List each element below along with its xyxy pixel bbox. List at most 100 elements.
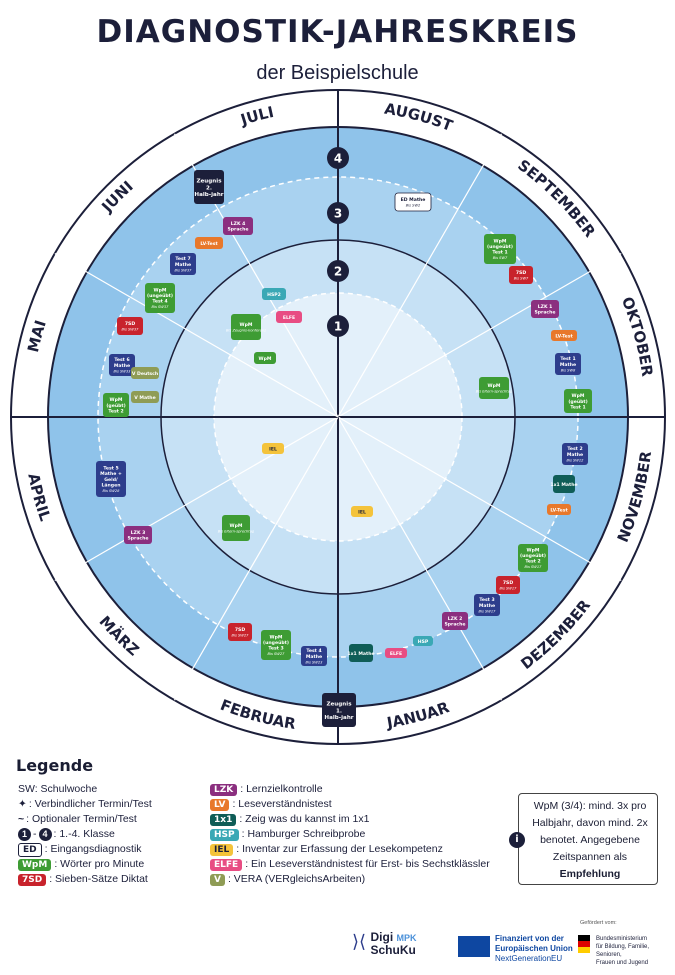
legend-item: 7SD: Sieben-Sätze Diktat xyxy=(18,873,148,886)
event-sublabel: Bis SW37 xyxy=(152,305,170,309)
event-sublabel: Bis Zeugnis-konferenz xyxy=(226,329,266,333)
event-card-lv: LV-Test xyxy=(551,330,577,341)
event-label: (ungeübt) xyxy=(263,640,289,646)
event-label: Halb-jahr xyxy=(194,192,223,198)
federal-eagle-icon xyxy=(578,935,590,953)
event-sublabel: Bis SW17 xyxy=(525,565,543,569)
legend-tag: ELFE xyxy=(210,859,243,871)
event-label: V Mathe xyxy=(134,395,155,401)
event-label: Test 1 xyxy=(570,404,585,410)
event-label: Sprache xyxy=(444,622,465,628)
event-label: Mathe xyxy=(560,362,576,368)
legend-item: LZK: Lernzielkontrolle xyxy=(210,783,323,796)
info-box: WpM (3/4): mind. 3x pro Halbjahr, davon … xyxy=(518,793,658,885)
event-sublabel: Bis SW27 xyxy=(232,634,250,638)
legend-item: ~: Optionaler Termin/Test xyxy=(18,813,137,825)
legend-tag: V xyxy=(210,874,225,886)
event-label: WpM xyxy=(527,547,540,553)
page-subtitle: der Beispielschule xyxy=(256,62,419,84)
event-label: Mathe xyxy=(306,654,322,660)
event-label: 1. xyxy=(336,708,342,714)
ring-number: 1 xyxy=(334,320,342,334)
event-label: WpM xyxy=(494,238,507,244)
event-label: WpM xyxy=(572,393,585,399)
event-label: 2. xyxy=(206,185,212,191)
month-divider xyxy=(337,416,503,701)
event-label: WpM xyxy=(240,322,253,328)
event-label: ELFE xyxy=(283,315,295,321)
event-label: Test 1 xyxy=(492,250,507,256)
event-card-onexone: 1x1 Mathe xyxy=(347,644,375,662)
logo-schuku: SchuKu xyxy=(370,943,416,957)
event-label: HSP2 xyxy=(267,292,281,298)
event-sublabel: Bis SW28 xyxy=(103,489,121,493)
event-sublabel: Bis SW7 xyxy=(514,277,529,281)
legend-tag: LV xyxy=(210,799,230,811)
event-label: WpM xyxy=(230,523,243,529)
event-card-hsp: HSP2 xyxy=(262,288,286,300)
event-label: ED Mathe xyxy=(401,197,426,203)
event-label: Test 3 xyxy=(479,597,494,603)
legend-item: ✦: Verbindlicher Termin/Test xyxy=(18,798,152,810)
event-label: Mathe xyxy=(114,363,130,369)
month-divider xyxy=(337,252,622,418)
event-sublabel: Bis SW2 xyxy=(406,204,421,208)
legend-item: SW: Schulwoche xyxy=(18,783,97,795)
legend-tag: 7SD xyxy=(18,874,47,886)
legend-text: : Wörter pro Minute xyxy=(54,858,145,870)
event-sublabel: Bis SW17 xyxy=(500,587,518,591)
event-label: Test 1 xyxy=(560,356,575,362)
event-sublabel: Bis SW27 xyxy=(268,652,286,656)
event-label: LZK 2 xyxy=(448,616,463,622)
event-label: Halb-jahr xyxy=(324,715,353,721)
event-card-lv: LV-Test xyxy=(547,504,571,515)
legend-text: : Leseverständnistest xyxy=(232,798,332,810)
event-sublabel: Bis SW8 xyxy=(561,368,576,372)
event-label: 7SD xyxy=(516,270,527,276)
logo-digi: Digi xyxy=(370,930,394,944)
legend-text: : Ein Leseverständnistest für Erst- bis … xyxy=(245,858,490,870)
event-card-wpm: WpM(geübt)Test 1 xyxy=(564,389,592,413)
legend-tag: IEL xyxy=(210,844,234,856)
legend-item: LV: Leseverständnistest xyxy=(210,798,332,811)
event-card-wpm: WpM xyxy=(254,352,276,364)
event-card-elfe: ELFE xyxy=(276,311,302,323)
event-label: (ungeübt) xyxy=(487,244,513,250)
event-card-elfe: ELFE xyxy=(385,648,407,658)
event-label: Test 2 xyxy=(567,446,582,452)
event-label: Mathe xyxy=(567,452,583,458)
month-divider xyxy=(337,416,622,582)
event-sublabel: Bis SW17 xyxy=(479,609,497,613)
legend-text: : VERA (VERgleichsArbeiten) xyxy=(227,873,366,885)
event-label: Test 2 xyxy=(108,408,123,414)
event-label: LV-Test xyxy=(555,333,573,339)
event-label: LZK 4 xyxy=(231,221,246,227)
event-label: Zeugnis xyxy=(326,702,352,708)
event-label: (geübt) xyxy=(106,403,125,409)
event-label: WpM xyxy=(110,397,123,403)
event-sublabel: Bis SW37 xyxy=(175,268,193,272)
month-divider xyxy=(54,252,339,418)
event-card-iel: IEL xyxy=(262,443,284,454)
eu-funding-text: Finanziert von der Europäischen Union Ne… xyxy=(495,934,573,963)
event-label: Mathe xyxy=(175,262,191,268)
legend-text: SW: Schulwoche xyxy=(18,783,98,795)
legend-tag: WpM xyxy=(18,859,52,871)
event-label: LZK 3 xyxy=(131,530,146,536)
legend-text: : Hamburger Schreibprobe xyxy=(241,828,366,840)
